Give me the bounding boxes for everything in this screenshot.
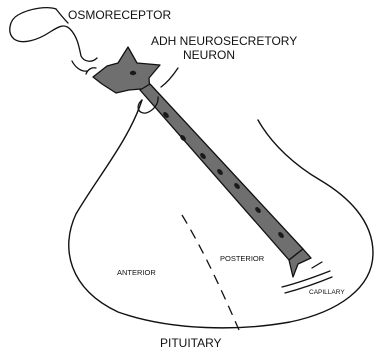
adh-neuron <box>93 47 311 277</box>
adh-neuron-label-line1: ADH NEUROSECRETORY <box>151 35 297 47</box>
neuron-dendrite <box>161 68 178 87</box>
osmoreceptor-label: OSMORECEPTOR <box>68 9 171 21</box>
anterior-label: ANTERIOR <box>117 269 156 277</box>
pituitary-label: PITUITARY <box>160 337 222 349</box>
capillary-label: CAPILLARY <box>309 290 345 297</box>
adh-neuron-label-line2: NEURON <box>183 49 235 61</box>
lobe-boundary-dashed <box>182 215 239 330</box>
posterior-label: POSTERIOR <box>220 255 264 263</box>
